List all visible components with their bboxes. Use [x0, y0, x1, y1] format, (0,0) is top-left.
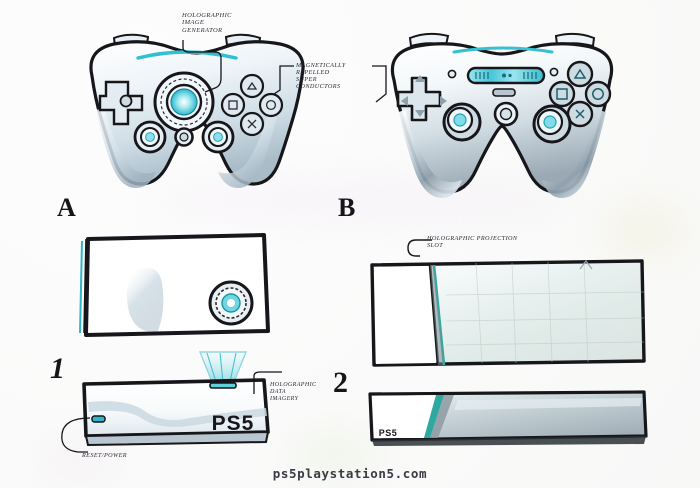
- d-pad-center: [119, 94, 133, 108]
- holographic-projection-beam: [198, 351, 248, 383]
- reset-power-button: [91, 415, 106, 423]
- right-analog-stick: [201, 120, 235, 154]
- controller-b: [366, 24, 638, 202]
- site-watermark: ps5playstation5.com: [272, 466, 428, 481]
- ps5-logo-small: PS5: [379, 428, 398, 438]
- light-bar-touch-strip: [466, 66, 546, 85]
- ps-home-button: [493, 101, 519, 127]
- status-led-right: [549, 67, 559, 77]
- holographic-projection-slot: [428, 264, 446, 366]
- leader-line-data-imagery: [253, 371, 282, 394]
- leader-line-reset-power: [61, 417, 91, 453]
- triangle-button: [566, 60, 594, 88]
- grip-shading-right: [542, 110, 606, 198]
- cyan-edge-strip: [452, 46, 554, 54]
- accent-sliver: [424, 395, 444, 438]
- status-led-left: [447, 69, 457, 79]
- ps5-logo: PS5: [212, 412, 255, 435]
- fascia-swoosh: [88, 401, 267, 427]
- annotation-holographic-projection-slot: HOLOGRAPHIC PROJECTION SLOT: [427, 235, 518, 250]
- grip-shading-left: [398, 110, 462, 198]
- chassis-shading: [126, 267, 164, 332]
- holographic-image-generator-ring: [153, 71, 215, 133]
- figure-label-1: 1: [50, 352, 65, 385]
- d-pad: [396, 75, 447, 122]
- holographic-projection-slot: [209, 382, 237, 389]
- leader-line-super-conductors: [273, 65, 387, 103]
- paper-tint: [600, 200, 690, 260]
- controller-a: [62, 24, 312, 199]
- figure-label-2: 2: [333, 366, 348, 399]
- console-1-front-view: PS5: [78, 350, 278, 450]
- figure-label-b: B: [338, 193, 356, 222]
- console-2-top-view: [366, 255, 648, 373]
- annotation-reset-power: RESET/POWER: [82, 452, 127, 459]
- grip-shading-left: [96, 108, 156, 188]
- leader-line-holographic-generator: [182, 40, 222, 93]
- left-analog-stick: [133, 120, 167, 154]
- right-analog-stick: [532, 104, 572, 144]
- console-2-front-view: PS5: [366, 388, 648, 448]
- figure-label-a: A: [57, 193, 76, 222]
- face-buttons-cluster: [548, 60, 612, 128]
- annotation-holographic-image-generator: HOLOGRAPHIC IMAGE GENERATOR: [182, 12, 232, 34]
- square-button: [548, 80, 576, 108]
- console-1-top-view: [76, 227, 274, 339]
- leader-line-projection-slot: [407, 239, 432, 257]
- disc-drive-port: [208, 280, 254, 326]
- left-analog-stick: [442, 102, 482, 142]
- speaker-grille: [492, 88, 516, 97]
- circle-button: [584, 80, 612, 108]
- annotation-magnetically-repelled-super-conductors: MAGNETICALLY REPELLED SUPER CONDUCTORS: [296, 62, 346, 91]
- annotation-holographic-data-imagery: HOLOGRAPHIC DATA IMAGERY: [270, 382, 317, 402]
- face-buttons-cluster: [220, 73, 284, 137]
